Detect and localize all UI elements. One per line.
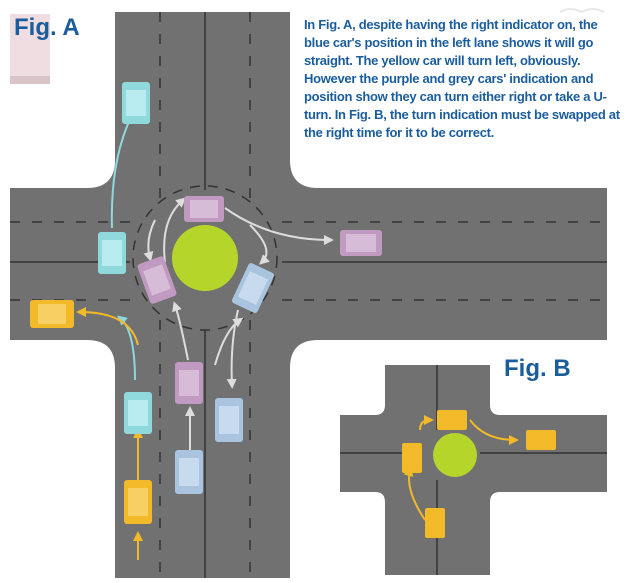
grey-car xyxy=(215,398,243,442)
roundabout-island xyxy=(433,433,477,477)
fig-a-roads xyxy=(10,12,607,578)
yellow-car xyxy=(437,410,467,430)
blue-car xyxy=(122,82,150,124)
fig-a-caption: In Fig. A, despite having the right indi… xyxy=(304,17,620,140)
autobild-logo xyxy=(10,14,50,84)
purple-car xyxy=(340,230,382,256)
fig-a-label: Fig. A xyxy=(14,14,80,41)
yellow-car xyxy=(526,430,556,450)
carwale-logo xyxy=(559,8,605,14)
purple-car xyxy=(184,196,224,222)
purple-car xyxy=(175,362,203,404)
yellow-car xyxy=(30,300,74,328)
purple-car xyxy=(137,256,177,304)
blue-car xyxy=(98,232,126,274)
grey-car xyxy=(232,263,274,313)
blue-car xyxy=(124,392,152,434)
fig-a-cars xyxy=(30,82,382,524)
yellow-car xyxy=(425,508,445,538)
fig-b-roads xyxy=(340,365,607,575)
fig-a-paths xyxy=(76,111,334,560)
yellow-car xyxy=(402,443,422,473)
grey-car xyxy=(175,450,203,494)
roundabout-island xyxy=(172,225,238,291)
fig-b-label: Fig. B xyxy=(504,355,571,382)
yellow-car xyxy=(124,480,152,524)
